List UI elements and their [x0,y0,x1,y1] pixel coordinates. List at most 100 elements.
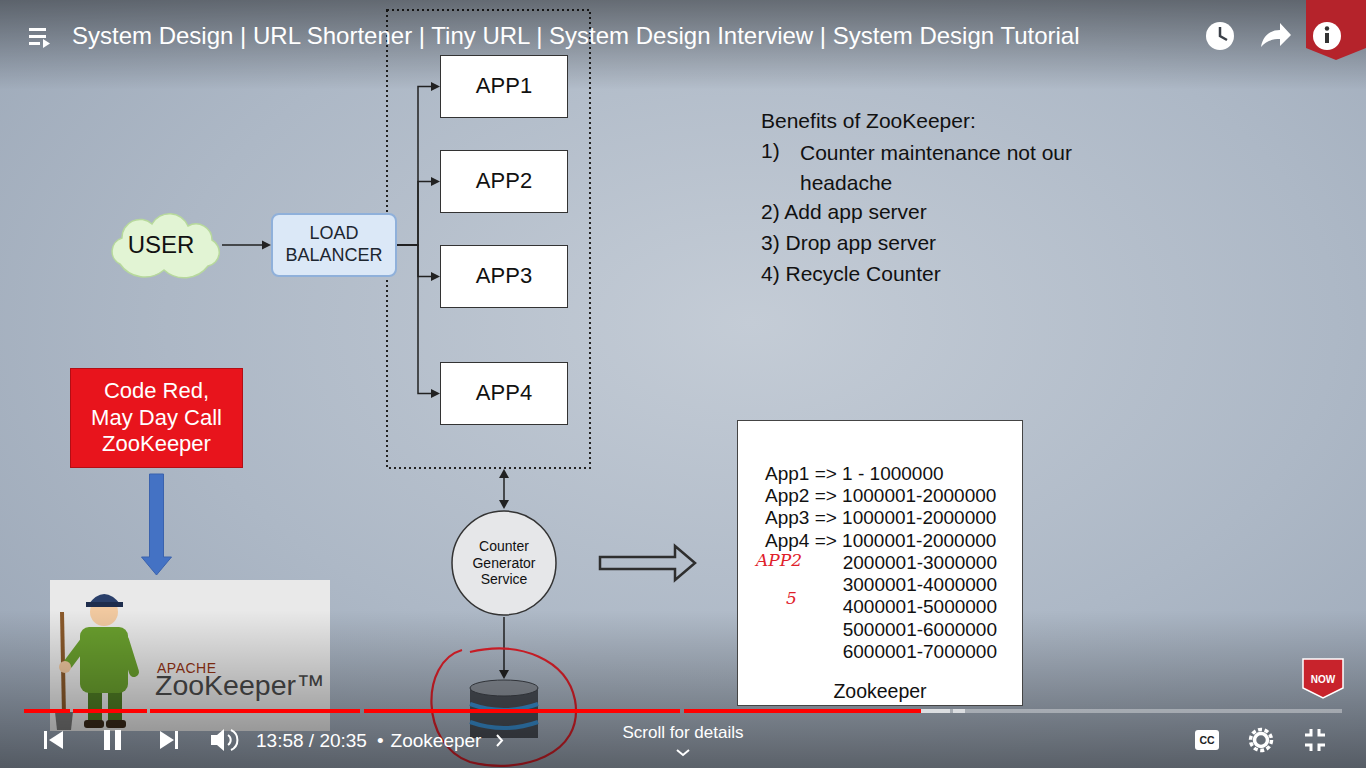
bottom-shade [0,610,1366,768]
progress-rest [921,709,1342,713]
connector [397,82,440,245]
benefit-item: 4) Recycle Counter [761,261,941,287]
benefit-item: 2) Add app server [761,199,927,225]
range-line: App2 => 1000001-2000000 [765,484,996,508]
range-line: App1 => 1 - 1000000 [765,462,944,486]
video-time: 13:58 / 20:35 [256,729,367,753]
progress-bar [24,709,1342,713]
next-icon [160,731,174,749]
menu-bar [29,28,46,31]
progress-played [684,709,921,713]
node-label: USER [128,231,195,260]
arrow-head [431,82,440,91]
node-label: APP4 [476,380,532,406]
badge-label: NOW [1311,673,1335,686]
info-dot [1325,26,1329,30]
video-title: System Design | URL Shortener | Tiny URL… [72,22,1080,50]
menu-bar [29,35,46,38]
top-shade [0,0,1366,90]
volume-wave [228,735,231,745]
connector-line [397,245,432,394]
pause-bar [115,730,121,750]
arrow-head [431,272,440,281]
menu-icon [29,28,50,48]
prev-icon [49,731,63,749]
info-icon [1313,22,1341,50]
cartoon-cap-brim [86,602,123,607]
progress-played [24,709,70,713]
app-server-box: APP4 [440,362,568,425]
load-balancer-box: LOAD BALANCER [271,213,397,277]
cc-label: CC [1199,734,1214,747]
connector [142,474,172,575]
chapter-separator: • [377,729,384,753]
range-line: 6000001-7000000 [843,640,997,664]
app-server-box: APP3 [440,245,568,308]
scroll-hint: Scroll for details [623,722,744,743]
range-line: 4000001-5000000 [843,595,997,619]
node-label: APP1 [476,73,532,99]
next-bar [175,731,178,749]
arrow-head [499,469,509,478]
cc-icon [1195,730,1219,750]
chapter-title: Zookeeper [391,729,482,753]
connector [600,546,695,580]
handwritten-note: APP2 [756,550,802,571]
range-line: App4 => 1000001-2000000 [765,529,996,553]
cloud-shape [112,214,219,278]
clock-icon [1206,22,1234,50]
list-number: 1) [761,138,780,164]
benefits-heading: Benefits of ZooKeeper: [761,108,976,134]
benefit-item: Counter maintenance not our headache [800,138,1118,198]
connector [397,177,440,245]
range-line: 2000001-3000000 [843,551,997,575]
gear-teeth [1251,730,1272,751]
handwritten-note: 5 [786,588,797,609]
prev-bar [44,731,47,749]
block-arrow [142,474,172,575]
node-label: Counter Generator Service [462,538,546,588]
double-arrow [499,469,509,509]
connector [222,241,271,250]
node-label: APP3 [476,263,532,289]
channel-badge [1306,0,1366,60]
node-label: APP2 [476,168,532,194]
scroll-chevron [677,750,689,755]
connector-line [397,245,432,277]
range-line: 5000001-6000000 [843,618,997,642]
arrow-head [431,177,440,186]
volume-icon [211,729,224,751]
info-stem [1325,33,1329,43]
benefit-item: 3) Drop app server [761,230,936,256]
chapter-chevron [497,735,502,746]
gear-ring [1255,734,1268,747]
user-cloud: USER [100,212,222,278]
range-line: 3000001-4000000 [843,573,997,597]
menu-bar [29,42,40,45]
arrow-head [499,500,509,509]
zookeeper-logo: APACHEZooKeeper™ [50,580,330,731]
app-server-box: APP2 [440,150,568,213]
pause-bar [104,730,110,750]
progress-buffer [953,709,965,713]
subscribe-badge [1303,659,1343,698]
arrow-head [262,241,271,250]
connector [397,245,440,398]
block-arrow [600,546,695,580]
app-server-box: APP1 [440,55,568,118]
clock-hands [1220,27,1227,40]
progress-played [73,709,147,713]
arrow-head [431,389,440,398]
share-icon [1261,23,1291,47]
logo-wordmark: ZooKeeper™ [155,673,325,697]
progress-buffer [921,709,950,713]
range-line: App3 => 1000001-2000000 [765,506,996,530]
node-label: LOAD BALANCER [280,223,388,266]
box-caption: Zookeeper [738,679,1022,703]
connector-line [397,182,432,246]
connector-line [222,244,263,246]
menu-play [43,39,50,48]
fullscreen-exit-icon [1305,729,1325,751]
progress-played [150,709,360,713]
